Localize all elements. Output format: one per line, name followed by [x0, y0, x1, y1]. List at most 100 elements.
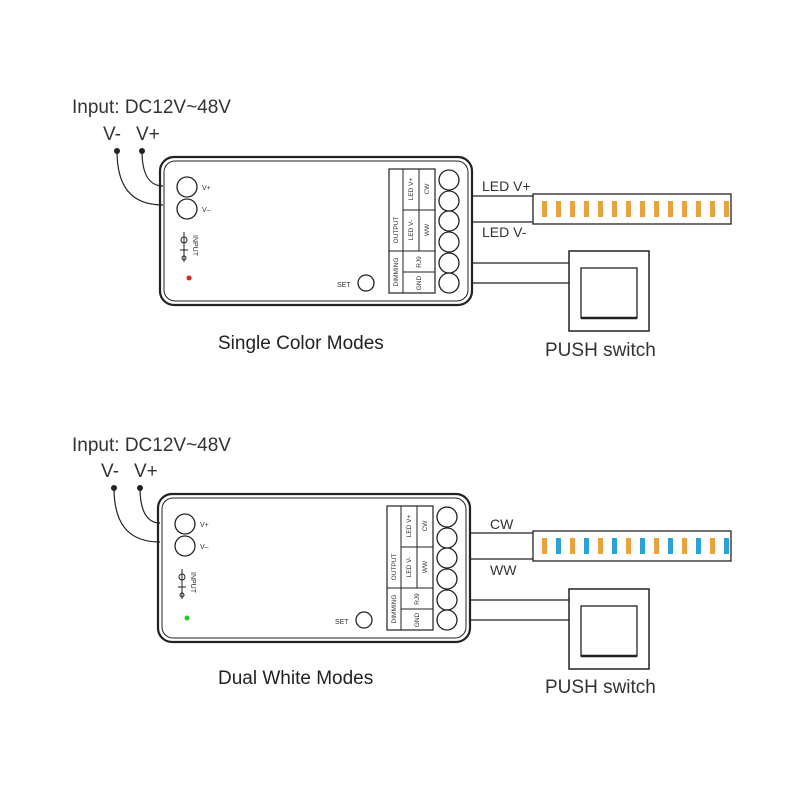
row2b-label: WW	[422, 560, 429, 573]
output-terminal-3	[436, 547, 458, 569]
led-strip-chips	[542, 201, 729, 217]
input-terminal-vplus	[176, 176, 198, 198]
led-chip	[682, 538, 687, 554]
mode-caption: Single Color Modes	[218, 333, 384, 354]
input-label: Input: DC12V~48V	[72, 97, 231, 118]
led-chip	[640, 538, 645, 554]
led-chip	[612, 538, 617, 554]
led-chip	[570, 201, 575, 217]
output-terminal-3	[438, 210, 460, 232]
dimming-group-label: DIMMING	[391, 595, 398, 624]
vminus-wire	[116, 150, 164, 206]
indicator-led	[186, 275, 192, 281]
led-chip	[654, 538, 659, 554]
mode-caption: Dual White Modes	[218, 668, 373, 689]
input-terminal-vminus	[174, 535, 196, 557]
row4-label: GND	[416, 275, 423, 290]
vminus-label: V-	[103, 124, 121, 145]
led-chip	[542, 201, 547, 217]
led-chip	[640, 201, 645, 217]
terminal-vplus-label: V+	[202, 185, 211, 192]
led-chip	[668, 538, 673, 554]
row2-label: LED V-	[408, 220, 415, 241]
led-chip	[542, 538, 547, 554]
output-terminal-1	[436, 506, 458, 528]
output-terminal-4	[436, 568, 458, 590]
push-switch	[568, 588, 650, 670]
wire-top-label: CW	[490, 516, 514, 532]
output-group-label: OUTPUT	[391, 554, 398, 581]
row2-label: LED V-	[406, 557, 413, 578]
input-jack-label: INPUT	[189, 572, 196, 594]
terminal-vplus-label: V+	[200, 522, 209, 529]
output-label-block	[386, 505, 434, 631]
push-switch-label: PUSH switch	[545, 340, 656, 361]
input-label: Input: DC12V~48V	[72, 435, 231, 456]
led-strip	[532, 530, 732, 562]
row4-label: GND	[414, 612, 421, 627]
dc-jack-icon	[180, 232, 188, 262]
output-terminal-6	[438, 272, 460, 294]
vplus-wire	[139, 487, 161, 524]
led-chip	[556, 538, 561, 554]
push-switch	[568, 250, 650, 332]
controller-body	[158, 155, 474, 307]
led-chip	[598, 538, 603, 554]
vplus-label: V+	[134, 461, 158, 482]
panel-dual-white: Input: DC12V~48V V- V+ V+ V– INPUT SET O…	[72, 435, 732, 698]
output-terminal-2	[438, 190, 460, 212]
led-chip	[584, 201, 589, 217]
output-terminal-2	[436, 527, 458, 549]
output-terminal-4	[438, 231, 460, 253]
wire-bottom-label: LED V-	[482, 224, 527, 240]
dc-jack-icon	[178, 569, 186, 599]
led-chip	[724, 538, 729, 554]
wire-bottom-label: WW	[490, 562, 517, 578]
output-terminal-1	[438, 169, 460, 191]
led-chip	[724, 201, 729, 217]
controller-inner	[161, 497, 467, 639]
led-chip	[598, 201, 603, 217]
output-terminal-5	[436, 589, 458, 611]
input-terminal-vminus	[176, 198, 198, 220]
set-button	[357, 274, 375, 292]
row1-label: LED V+	[406, 515, 413, 538]
set-button	[355, 611, 373, 629]
led-chip	[626, 538, 631, 554]
set-label: SET	[335, 619, 349, 626]
vminus-label: V-	[101, 461, 119, 482]
panel-single-color: Input: DC12V~48V V- V+ V+ V– INPUT SET	[72, 97, 732, 361]
led-chip	[710, 538, 715, 554]
indicator-led	[184, 615, 190, 621]
led-chip	[612, 201, 617, 217]
push-switch-button	[580, 605, 638, 657]
led-chip	[668, 201, 673, 217]
led-chip	[570, 538, 575, 554]
row3-label: RJ9	[416, 256, 423, 268]
output-terminal-5	[438, 252, 460, 274]
led-chip	[696, 538, 701, 554]
led-strip	[532, 193, 732, 225]
vplus-label: V+	[136, 124, 160, 145]
controller-body	[156, 492, 472, 644]
led-chip	[626, 201, 631, 217]
row1b-label: CW	[424, 183, 431, 195]
controller-inner	[163, 160, 469, 302]
led-chip	[654, 201, 659, 217]
led-strip-chips	[542, 538, 729, 554]
led-chip	[710, 201, 715, 217]
set-label: SET	[337, 282, 351, 289]
row3-label: RJ9	[414, 593, 421, 605]
push-switch-button	[580, 267, 638, 319]
led-chip	[584, 538, 589, 554]
output-terminal-6	[436, 609, 458, 631]
dimming-group-label: DIMMING	[393, 258, 400, 287]
terminal-vminus-label: V–	[202, 207, 211, 214]
row1b-label: CW	[422, 520, 429, 532]
row1-label: LED V+	[408, 178, 415, 201]
output-group-label: OUTPUT	[393, 217, 400, 244]
led-chip	[696, 201, 701, 217]
input-jack-label: INPUT	[191, 235, 198, 257]
input-terminal-vplus	[174, 513, 196, 535]
